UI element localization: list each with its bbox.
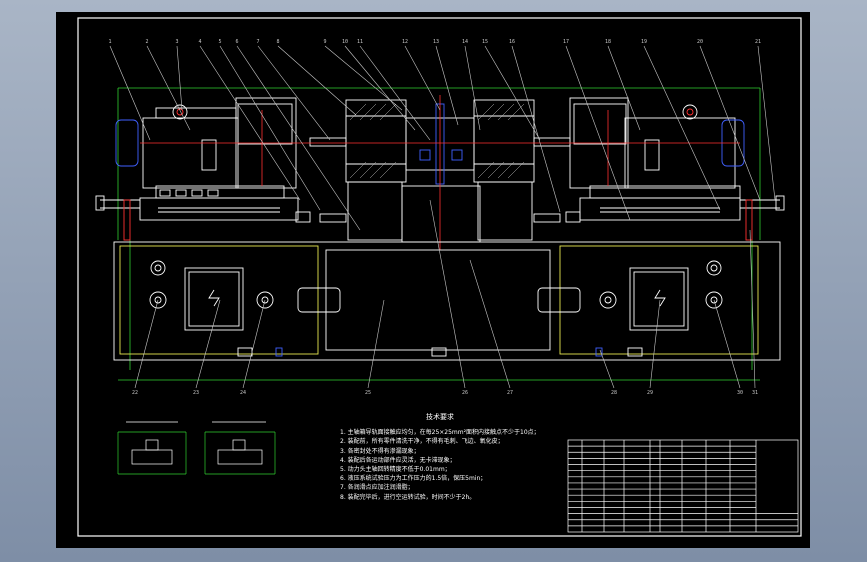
technical-note: 7. 各润滑点应加注润滑脂； bbox=[340, 484, 414, 492]
part-number-label: 6 bbox=[235, 39, 238, 45]
technical-notes: 技术要求 1. 主轴箱导轨面接触应均匀，在每25×25mm²面积内接触点不少于1… bbox=[340, 413, 540, 502]
part-number-label: 23 bbox=[193, 390, 199, 396]
right-power-head bbox=[565, 97, 785, 223]
part-number-label: 19 bbox=[641, 39, 647, 45]
part-number-label: 27 bbox=[507, 390, 513, 396]
technical-note: 1. 主轴箱导轨面接触应均匀，在每25×25mm²面积内接触点不少于10点； bbox=[340, 429, 540, 437]
part-number-label: 13 bbox=[433, 39, 439, 45]
center-fixture bbox=[309, 99, 571, 243]
technical-note: 8. 装配完毕后，进行空运转试验，时间不少于2h。 bbox=[340, 493, 476, 501]
part-number-label: 22 bbox=[132, 390, 138, 396]
part-number-label: 16 bbox=[509, 39, 515, 45]
technical-note: 6. 液压系统试验压力为工作压力的1.5倍，保压5min； bbox=[340, 475, 487, 483]
part-number-label: 28 bbox=[611, 390, 617, 396]
part-number-label: 29 bbox=[647, 390, 653, 396]
part-number-label: 4 bbox=[198, 39, 201, 45]
section-hatching bbox=[349, 103, 525, 179]
part-number-label: 15 bbox=[482, 39, 488, 45]
part-number-label: 20 bbox=[697, 39, 703, 45]
part-number-label: 8 bbox=[276, 39, 279, 45]
part-number-label: 21 bbox=[755, 39, 761, 45]
part-number-label: 24 bbox=[240, 390, 246, 396]
part-balloons-bottom: 22 23 24 25 26 27 28 29 30 31 bbox=[132, 390, 758, 396]
part-number-label: 10 bbox=[342, 39, 348, 45]
centerlines bbox=[140, 95, 740, 250]
left-power-head bbox=[95, 97, 311, 223]
notes-list: 1. 主轴箱导轨面接触应均匀，在每25×25mm²面积内接触点不少于10点；2.… bbox=[340, 428, 540, 502]
part-number-label: 5 bbox=[218, 39, 221, 45]
technical-note: 5. 动力头主轴回转精度不低于0.01mm； bbox=[340, 466, 451, 474]
part-number-label: 30 bbox=[737, 390, 743, 396]
technical-note: 3. 各密封处不得有渗漏现象； bbox=[340, 447, 420, 455]
part-number-label: 12 bbox=[402, 39, 408, 45]
part-number-label: 7 bbox=[256, 39, 259, 45]
drawing-frame bbox=[77, 17, 802, 537]
part-number-label: 14 bbox=[462, 39, 468, 45]
notes-heading: 技术要求 bbox=[426, 413, 454, 421]
part-number-label: 18 bbox=[605, 39, 611, 45]
part-number-label: 9 bbox=[323, 39, 326, 45]
parts-list-title-block bbox=[567, 439, 799, 533]
section-view-details bbox=[117, 421, 276, 475]
part-number-label: 31 bbox=[752, 390, 758, 396]
part-number-label: 2 bbox=[145, 39, 148, 45]
dimension-lines bbox=[117, 87, 761, 381]
leader-lines-top bbox=[109, 45, 776, 231]
technical-note: 4. 装配后各运动部件应灵活，无卡滞现象； bbox=[340, 456, 456, 464]
part-number-label: 1 bbox=[108, 39, 111, 45]
machine-bed bbox=[113, 199, 781, 361]
part-number-label: 26 bbox=[462, 390, 468, 396]
leader-lines-bottom bbox=[134, 199, 756, 389]
part-number-label: 3 bbox=[175, 39, 178, 45]
part-number-label: 17 bbox=[563, 39, 569, 45]
part-number-label: 11 bbox=[357, 39, 363, 45]
technical-note: 2. 装配前，所有零件清洗干净，不得有毛刺、飞边、氧化皮； bbox=[340, 438, 504, 446]
part-number-label: 25 bbox=[365, 390, 371, 396]
